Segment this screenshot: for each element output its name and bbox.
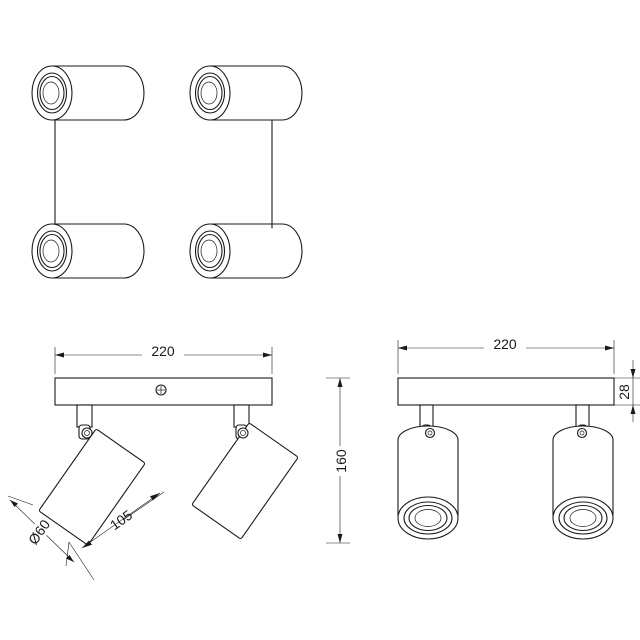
top-view (31, 65, 303, 279)
side-view-spot-left (38, 404, 146, 545)
screw-icon (155, 384, 167, 396)
front-view: 220 28 (397, 336, 640, 540)
side-view-mounting-bar (54, 377, 273, 406)
side-view: 220 (7, 343, 350, 581)
front-view-base-height-dimension: 28 (614, 360, 640, 422)
side-view-stem-right (233, 404, 250, 428)
side-view-width-dimension: 220 (54, 343, 273, 374)
front-view-base-height-label: 28 (616, 384, 632, 400)
side-view-spot-right (191, 404, 299, 539)
top-view-spot-3 (31, 223, 145, 279)
top-view-spot-4 (189, 223, 303, 279)
front-view-width-dimension: 220 (397, 336, 615, 374)
side-view-height-dimension: 160 (326, 377, 350, 544)
side-view-stem-left (76, 404, 93, 428)
front-view-mounting-bar (397, 377, 615, 406)
side-view-height-label: 160 (333, 449, 349, 473)
front-view-spot-right (552, 404, 614, 540)
front-view-spot-left (397, 404, 459, 540)
top-view-spot-2 (189, 65, 303, 121)
front-view-width-label: 220 (493, 336, 517, 352)
side-view-width-label: 220 (151, 343, 175, 359)
top-view-spot-1 (31, 65, 145, 121)
